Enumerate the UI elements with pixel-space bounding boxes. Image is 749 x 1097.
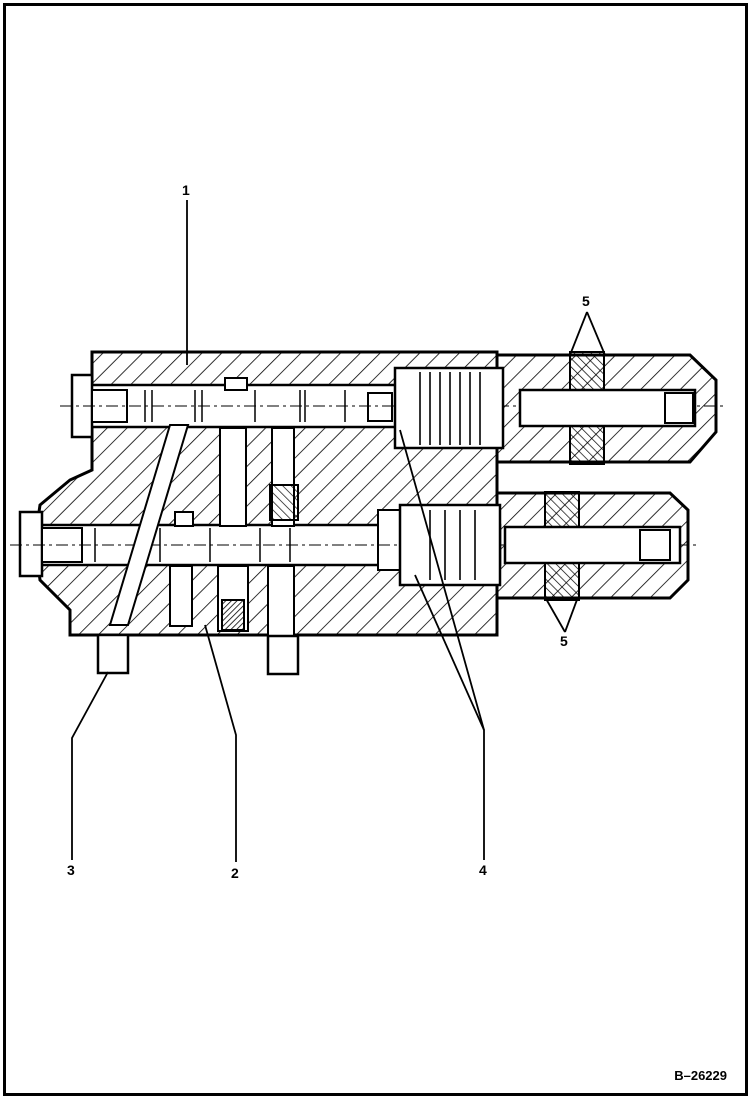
upper-end-cap [393,351,718,465]
drawing-frame [3,3,748,1096]
internal-passages [108,424,299,637]
callout-3: 3 [67,862,75,878]
callout-5-lower: 5 [560,633,568,649]
bottom-fittings [96,633,300,676]
drawing-number: B–26229 [674,1068,727,1083]
callout-5-upper: 5 [582,293,590,309]
callout-4: 4 [479,862,487,878]
callout-2: 2 [231,865,239,881]
lower-end-cap [398,491,690,601]
leader-lines [71,200,606,862]
callout-1: 1 [182,182,190,198]
